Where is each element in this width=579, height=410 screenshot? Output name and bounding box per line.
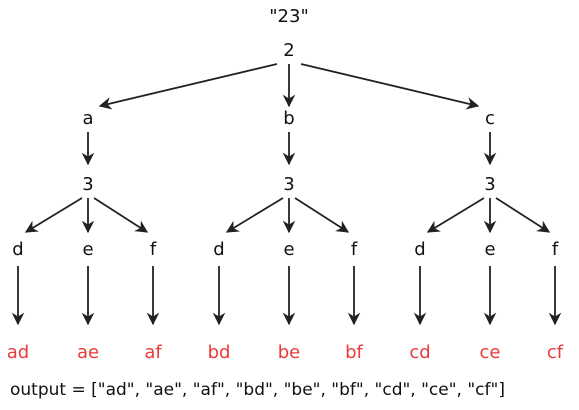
result-ce: ce bbox=[480, 342, 501, 363]
output-array: output = ["ad", "ae", "af", "bd", "be", … bbox=[10, 380, 505, 400]
child-node-c-d: d bbox=[414, 239, 425, 260]
edge-a-digit-to-d bbox=[24, 197, 83, 233]
edge-c-digit-to-f bbox=[495, 197, 551, 233]
edge-c-digit-to-d bbox=[426, 197, 485, 233]
child-node-a-d: d bbox=[12, 239, 23, 260]
result-bd: bd bbox=[208, 342, 231, 363]
result-af: af bbox=[144, 342, 162, 363]
letter-node-b: b bbox=[283, 108, 294, 129]
child-node-a-e: e bbox=[82, 239, 93, 260]
letter-node-c: c bbox=[485, 108, 495, 129]
edge-root-to-c bbox=[300, 63, 480, 110]
result-cf: cf bbox=[547, 342, 564, 363]
result-ad: ad bbox=[7, 342, 29, 363]
digit-node-under-c: 3 bbox=[484, 174, 495, 195]
digit-node-under-b: 3 bbox=[283, 174, 294, 195]
input-string-title: "23" bbox=[269, 6, 308, 27]
child-node-c-e: e bbox=[484, 239, 495, 260]
result-cd: cd bbox=[409, 342, 430, 363]
edge-root-to-a bbox=[98, 63, 278, 110]
digit-node-under-a: 3 bbox=[82, 174, 93, 195]
result-ae: ae bbox=[77, 342, 99, 363]
letter-node-a: a bbox=[82, 108, 93, 129]
result-be: be bbox=[278, 342, 301, 363]
child-node-a-f: f bbox=[150, 239, 157, 260]
edge-b-digit-to-f bbox=[294, 197, 350, 233]
child-node-b-f: f bbox=[351, 239, 358, 260]
child-node-b-e: e bbox=[283, 239, 294, 260]
root-digit-node: 2 bbox=[283, 40, 294, 61]
edge-b-digit-to-d bbox=[225, 197, 284, 233]
result-bf: bf bbox=[345, 342, 363, 363]
child-node-b-d: d bbox=[213, 239, 224, 260]
child-node-c-f: f bbox=[552, 239, 559, 260]
edge-a-digit-to-f bbox=[93, 197, 149, 233]
